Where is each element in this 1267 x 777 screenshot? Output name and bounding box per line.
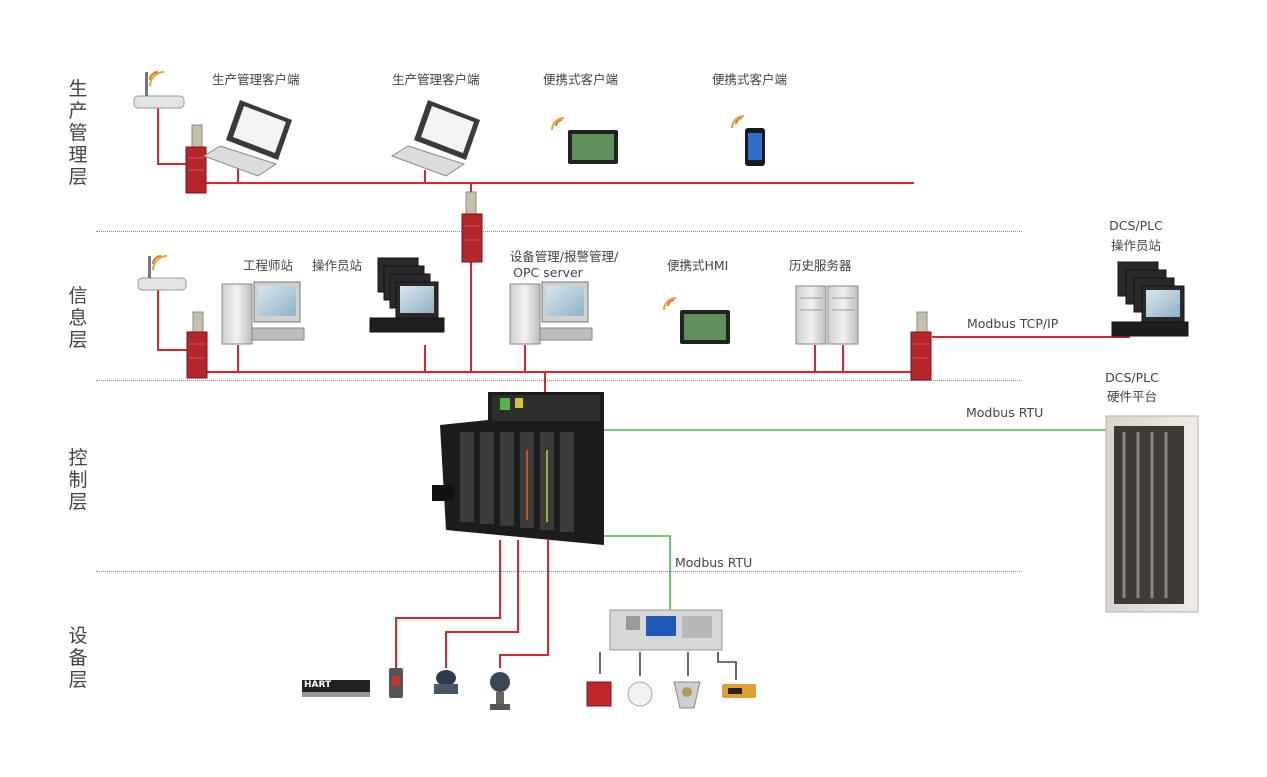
workstation-icon [221, 281, 305, 345]
layer-label-management: 生 产 管 理 层 [68, 78, 88, 188]
gas-detector-icon [673, 681, 701, 709]
label-prod-client-1: 生产管理客户端 [212, 72, 300, 87]
firewall-icon [185, 124, 207, 194]
valve-positioner-icon [434, 670, 458, 694]
label-dcs-hw-2: 硬件平台 [1106, 389, 1157, 404]
phone-icon [731, 115, 765, 166]
red-network-lines [157, 108, 1130, 668]
operator-station-stack-icon [369, 257, 445, 333]
separator-info-control [96, 380, 1022, 381]
label-modbus-tcp: Modbus TCP/IP [967, 316, 1059, 331]
label-dcs-hw-1: DCS/PLC [1105, 370, 1159, 385]
label-portable-client-2: 便携式客户端 [712, 72, 788, 87]
alarm-icon [586, 681, 612, 707]
label-device-mgmt-1: 设备管理/报警管理/ [509, 249, 619, 264]
label-modbus-rtu-2: Modbus RTU [675, 555, 753, 570]
layer-label-device: 设 备 层 [68, 625, 88, 691]
layer-label-control: 控 制 层 [68, 447, 88, 513]
label-dcs-op-1: DCS/PLC [1109, 218, 1163, 233]
label-portable-hmi: 便携式HMI [667, 258, 729, 273]
camera-icon [722, 684, 756, 698]
separator-mgmt-info [96, 231, 1022, 232]
laptop-icon [390, 100, 480, 177]
controller-rack-icon [432, 392, 604, 545]
firewall-icon [910, 311, 932, 381]
transmitter-icon [389, 668, 403, 698]
green-modbus-lines [585, 429, 1110, 610]
smoke-detector-icon [627, 681, 653, 707]
tablet-icon [551, 117, 618, 164]
hart-logo [302, 680, 370, 697]
history-server-icon [795, 285, 859, 345]
label-prod-client-2: 生产管理客户端 [392, 72, 480, 87]
pressure-transmitter-icon [490, 672, 510, 710]
wifi-router-icon [133, 71, 185, 109]
firewall-icon [186, 311, 208, 379]
wifi-router-icon [137, 255, 187, 291]
label-history-server: 历史服务器 [789, 258, 852, 273]
layer-label-information: 信 息 层 [68, 285, 88, 351]
tablet-icon [663, 297, 730, 344]
gas-controller-panel-icon [609, 609, 723, 651]
label-eng-station: 工程师站 [243, 258, 294, 273]
dcs-cabinet-icon [1105, 415, 1199, 613]
label-modbus-rtu-1: Modbus RTU [966, 405, 1044, 420]
workstation-icon [509, 281, 593, 345]
firewall-icon [461, 191, 483, 263]
label-hart: HART [304, 680, 332, 690]
label-op-station: 操作员站 [312, 258, 363, 273]
separator-control-device [96, 571, 1022, 572]
label-device-mgmt-2: OPC server [513, 265, 583, 280]
label-dcs-op-2: 操作员站 [1110, 238, 1161, 253]
laptop-icon [202, 100, 292, 177]
operator-station-stack-icon [1111, 261, 1189, 337]
label-portable-client-1: 便携式客户端 [543, 72, 619, 87]
device-bracket-lines [599, 652, 737, 680]
